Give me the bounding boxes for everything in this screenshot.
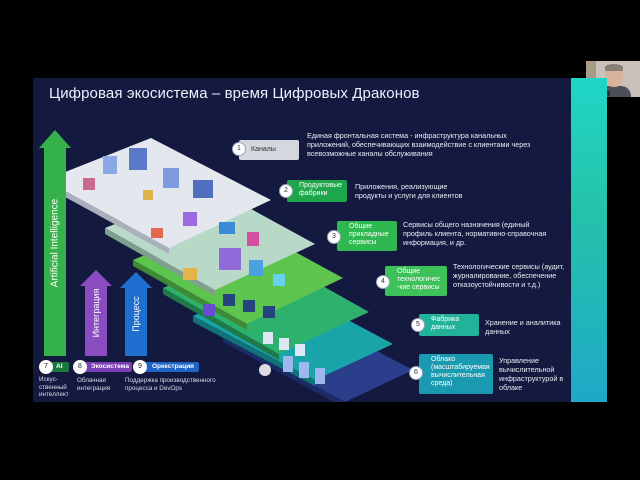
slide-accent-bar: [571, 78, 607, 402]
ai-arrow: Artificial Intelligence: [39, 130, 71, 356]
channels-description: Единая фронтальная система - инфраструкт…: [307, 131, 531, 158]
product-factories-description: Приложения, реализующие продукты и услуг…: [355, 182, 463, 200]
legend-orchestration-tag: Оркестрация: [143, 362, 199, 372]
cloud-tag: Облако (масштабируемая вычислительная ср…: [419, 354, 493, 394]
callout-number-6: 6: [409, 366, 423, 380]
callout-number-5: 5: [411, 318, 425, 332]
integration-arrow: Интеграция: [80, 270, 112, 356]
process-arrow: Процесс: [120, 272, 152, 356]
product-factories-tag: Продуктовые фабрики: [287, 180, 347, 202]
legend-ai-tag: AI: [47, 362, 69, 372]
shared-slide: Цифровая экосистема – время Цифровых Дра…: [33, 78, 607, 402]
data-factory-description: Хранение и аналитика данных: [485, 318, 561, 336]
callout-number-1: 1: [232, 142, 246, 156]
webcam-person-hair: [605, 64, 623, 71]
tech-services-description: Технологические сервисы (аудит, журналир…: [453, 262, 565, 289]
legend-ecosystem-description: Облачная интеграция: [77, 377, 111, 392]
channel-buildings: [83, 148, 213, 200]
callout-number-4: 4: [376, 275, 390, 289]
legend-number-8: 8: [73, 360, 87, 374]
legend-number-7: 7: [39, 360, 53, 374]
app-services-description: Сервисы общего назначения (единый профил…: [403, 220, 547, 247]
cloud-server-objects: [259, 356, 325, 384]
callout-number-2: 2: [279, 184, 293, 198]
tech-services-objects: [203, 294, 275, 318]
app-services-tag: Общие прикладные сервисы: [337, 221, 397, 251]
ecosystem-illustration: [45, 138, 413, 402]
data-factory-tag: Фабрика данных: [419, 314, 479, 336]
layer-channels-platform: [45, 138, 271, 248]
legend-orchestration-description: Поддержка производственного процесса и D…: [125, 377, 216, 392]
slide-title: Цифровая экосистема – время Цифровых Дра…: [49, 85, 420, 102]
cloud-description: Управление вычислительной инфраструктуро…: [499, 356, 564, 392]
app-services-objects: [183, 248, 285, 286]
callout-number-3: 3: [327, 230, 341, 244]
legend-number-9: 9: [133, 360, 147, 374]
legend-ai-description: Искус-ственный интеллект: [39, 376, 69, 398]
product-factory-objects: [151, 212, 259, 246]
tech-services-tag: Общие технологичес -кие сервисы: [385, 266, 447, 296]
channels-tag: Каналы: [239, 140, 299, 160]
legend-ecosystem-tag: Экосистема: [82, 362, 132, 372]
data-factory-objects: [263, 332, 305, 356]
webcam-person-body: [597, 86, 631, 97]
